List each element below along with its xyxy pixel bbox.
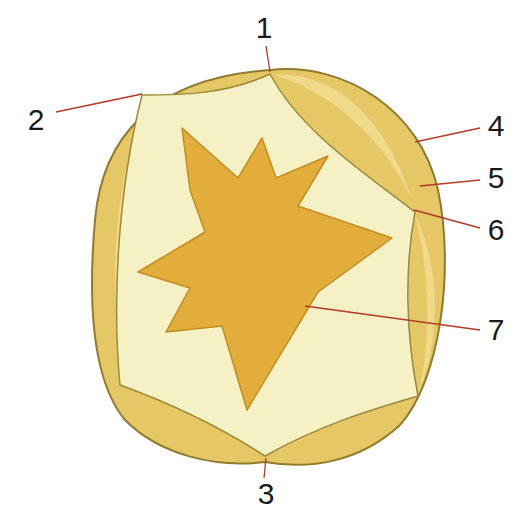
leader-line xyxy=(56,94,142,112)
outer-wall xyxy=(92,69,445,465)
leader-line xyxy=(305,306,480,330)
callout-number: 7 xyxy=(488,315,505,345)
lobe-highlight xyxy=(415,215,435,395)
callout-number: 5 xyxy=(488,163,505,193)
callout-number: 4 xyxy=(488,111,505,141)
callout-number: 1 xyxy=(256,13,273,43)
leader-line xyxy=(264,458,266,478)
callout-number: 3 xyxy=(258,479,275,509)
callout-number: 6 xyxy=(488,215,505,245)
leader-lines xyxy=(56,46,480,478)
leader-line xyxy=(415,128,480,142)
leader-line xyxy=(414,210,480,228)
callout-number: 2 xyxy=(28,105,45,135)
inner-region xyxy=(117,74,418,456)
leader-line xyxy=(266,46,270,72)
leader-line xyxy=(420,180,480,186)
central-core xyxy=(138,128,392,410)
